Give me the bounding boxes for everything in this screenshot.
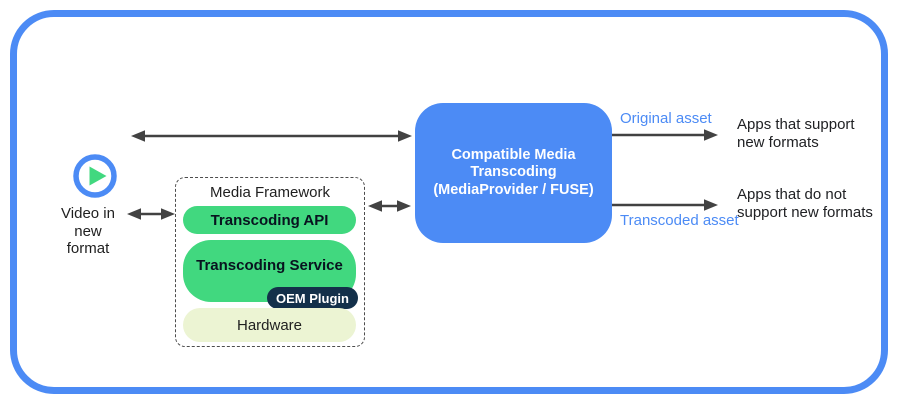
transcoding-box-line: Compatible Media [451,146,576,163]
apps-support-label: Apps that support new formats [737,116,855,152]
media-framework-title: Media Framework [209,184,331,201]
apps-no-support-label-line: support new formats [737,204,873,221]
transcoded-asset-label: Transcoded asset [620,212,739,229]
video-source-label-line: Video in [61,205,115,222]
transcoding-box-line: (MediaProvider / FUSE) [433,181,594,198]
transcoding-box-line: Transcoding [470,164,557,181]
transcoding-api-pill: Transcoding API [183,206,356,234]
compatible-media-transcoding-box: Compatible Media Transcoding (MediaProvi… [415,103,612,243]
video-source-label-line: format [66,240,110,257]
video-source-label-line: new [74,222,102,240]
oem-plugin-pill: OEM Plugin [267,287,358,309]
video-play-icon [73,154,117,198]
media-framework-box: Media Framework Transcoding API Transcod… [175,177,365,347]
apps-no-support-label-line: Apps that do not [737,186,847,203]
video-source-label: Video in new format [43,205,133,258]
hardware-pill: Hardware [183,308,356,342]
original-asset-label: Original asset [620,110,712,127]
apps-support-label-line: new formats [737,134,819,151]
diagram-rounded-border [10,10,888,394]
apps-support-label-line: Apps that support [737,116,855,133]
apps-no-support-label: Apps that do not support new formats [737,186,873,222]
